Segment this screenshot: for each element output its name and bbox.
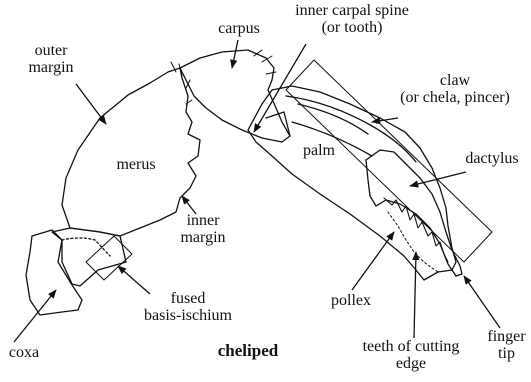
teeth-line-2: edge bbox=[326, 355, 496, 372]
dactylus-label: dactylus bbox=[454, 150, 530, 167]
carpus-segment bbox=[180, 50, 290, 142]
inner-margin-label: inner margin bbox=[172, 212, 234, 246]
teeth-row-inner bbox=[388, 212, 438, 272]
teeth-line-1: teeth of cutting bbox=[326, 338, 496, 355]
outer-margin-arrow bbox=[76, 84, 106, 124]
inner-margin-line-2: margin bbox=[172, 229, 234, 246]
finger-tip-line-2: tip bbox=[482, 345, 531, 362]
outer-margin-line-1: outer bbox=[16, 42, 86, 59]
merus-label: merus bbox=[106, 156, 166, 173]
finger-tip-arrow bbox=[464, 276, 500, 328]
finger-tip-label: finger tip bbox=[482, 328, 531, 362]
fused-basis-ischium-line-2: basis-ischium bbox=[126, 307, 250, 324]
carpal-spine bbox=[266, 112, 290, 136]
claw-line-2: (or chela, pincer) bbox=[380, 89, 530, 106]
teeth-of-cutting-edge-label: teeth of cutting edge bbox=[326, 338, 496, 372]
inner-carpal-spine-label: inner carpal spine (or tooth) bbox=[252, 2, 452, 36]
inner-carpal-spine-line-2: (or tooth) bbox=[252, 19, 452, 36]
diagram-title: cheliped bbox=[200, 342, 296, 359]
inner-margin-line-1: inner bbox=[172, 212, 234, 229]
palm-label: palm bbox=[296, 142, 342, 159]
carpus-arrow bbox=[232, 40, 238, 68]
pollex-arrow bbox=[352, 232, 394, 290]
coxa-label: coxa bbox=[0, 344, 48, 361]
outer-margin-line-2: margin bbox=[16, 59, 86, 76]
coxa-segment bbox=[26, 230, 82, 315]
teeth-arrow bbox=[414, 252, 416, 338]
merus-hairs bbox=[171, 62, 192, 104]
finger-tip-line-1: finger bbox=[482, 328, 531, 345]
outer-margin-label: outer margin bbox=[16, 42, 86, 76]
fused-basis-ischium-line-1: fused bbox=[126, 290, 250, 307]
claw-label: claw (or chela, pincer) bbox=[380, 72, 530, 106]
carpus-spines bbox=[254, 50, 276, 74]
claw-line-1: claw bbox=[380, 72, 530, 89]
fused-basis-ischium-label: fused basis-ischium bbox=[126, 290, 250, 324]
pollex-label: pollex bbox=[320, 292, 382, 309]
inner-carpal-spine-line-1: inner carpal spine bbox=[252, 2, 452, 19]
coxa-arrow bbox=[14, 290, 56, 342]
